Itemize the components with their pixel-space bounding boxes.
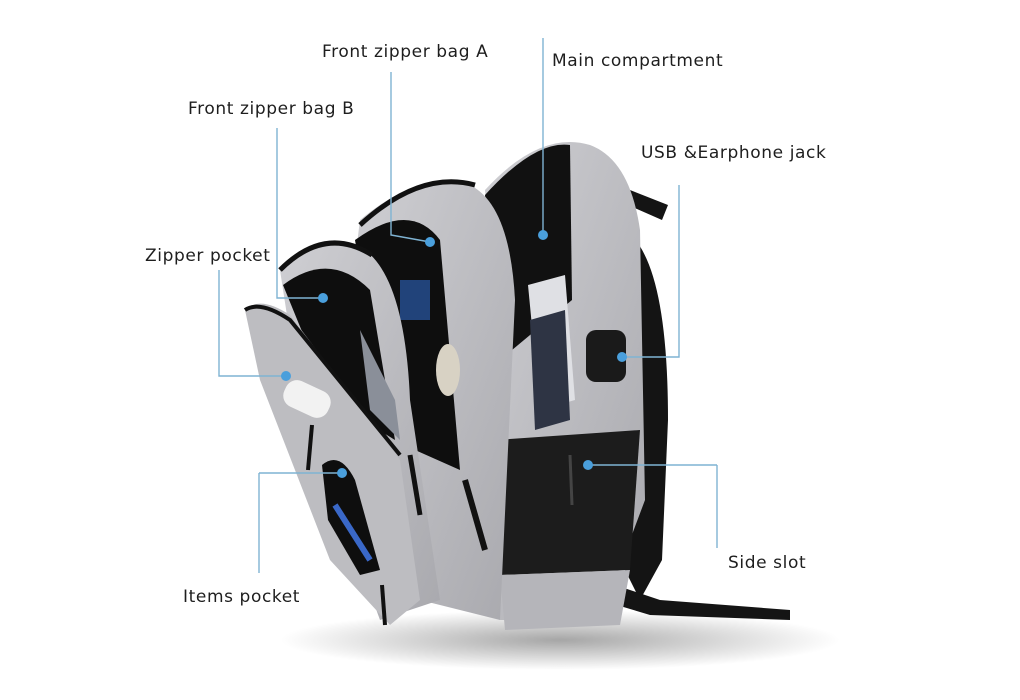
- callout-usb-earphone-jack: USB &Earphone jack: [641, 143, 827, 163]
- items-pocket-opening: [322, 460, 380, 575]
- callout-items-pocket: Items pocket: [183, 587, 301, 607]
- power-bank: [283, 380, 331, 418]
- callout-main-compartment: Main compartment: [552, 51, 724, 71]
- callout-front-zipper-bag-b: Front zipper bag B: [188, 99, 355, 119]
- callout-zipper-pocket: Zipper pocket: [145, 246, 271, 266]
- callout-side-slot: Side slot: [728, 553, 807, 573]
- side-mesh: [495, 430, 640, 575]
- callout-dots: [281, 230, 627, 478]
- leader-lines: [218, 38, 718, 573]
- usb-port: [586, 330, 626, 382]
- callout-front-zipper-bag-a: Front zipper bag A: [322, 42, 489, 62]
- floor-shadow: [280, 610, 840, 670]
